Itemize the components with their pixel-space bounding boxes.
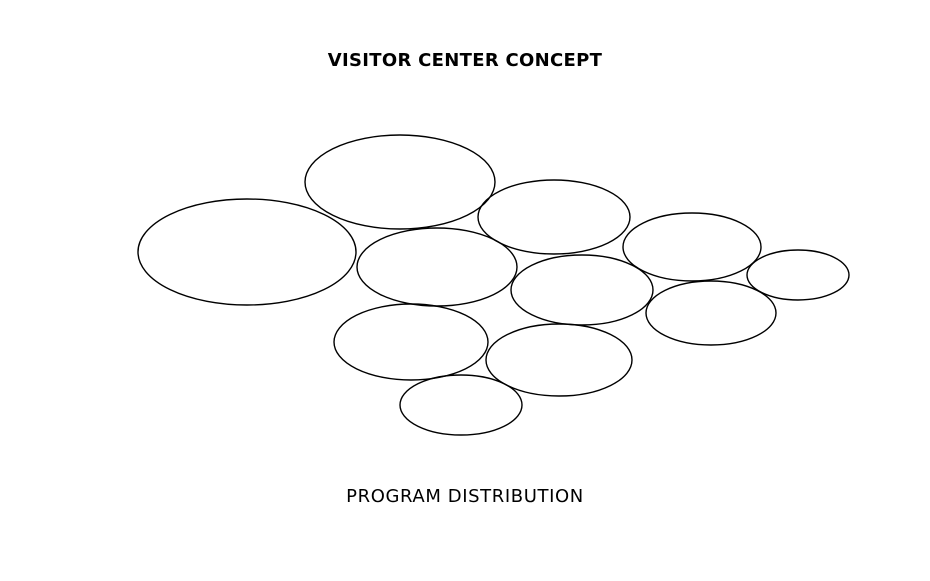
program-bubble-2 xyxy=(304,134,496,230)
program-bubble-9 xyxy=(333,303,489,381)
program-bubble-4 xyxy=(356,227,518,307)
program-bubble-11 xyxy=(399,374,523,436)
program-bubble-5 xyxy=(622,212,762,282)
program-bubble-7 xyxy=(510,254,654,326)
diagram-title: VISITOR CENTER CONCEPT xyxy=(327,50,603,71)
program-bubble-1 xyxy=(137,198,357,306)
program-bubble-8 xyxy=(645,280,777,346)
program-bubble-10 xyxy=(485,323,633,397)
program-bubble-6 xyxy=(746,249,850,301)
diagram-caption: PROGRAM DISTRIBUTION xyxy=(346,486,584,507)
program-bubble-3 xyxy=(477,179,631,255)
